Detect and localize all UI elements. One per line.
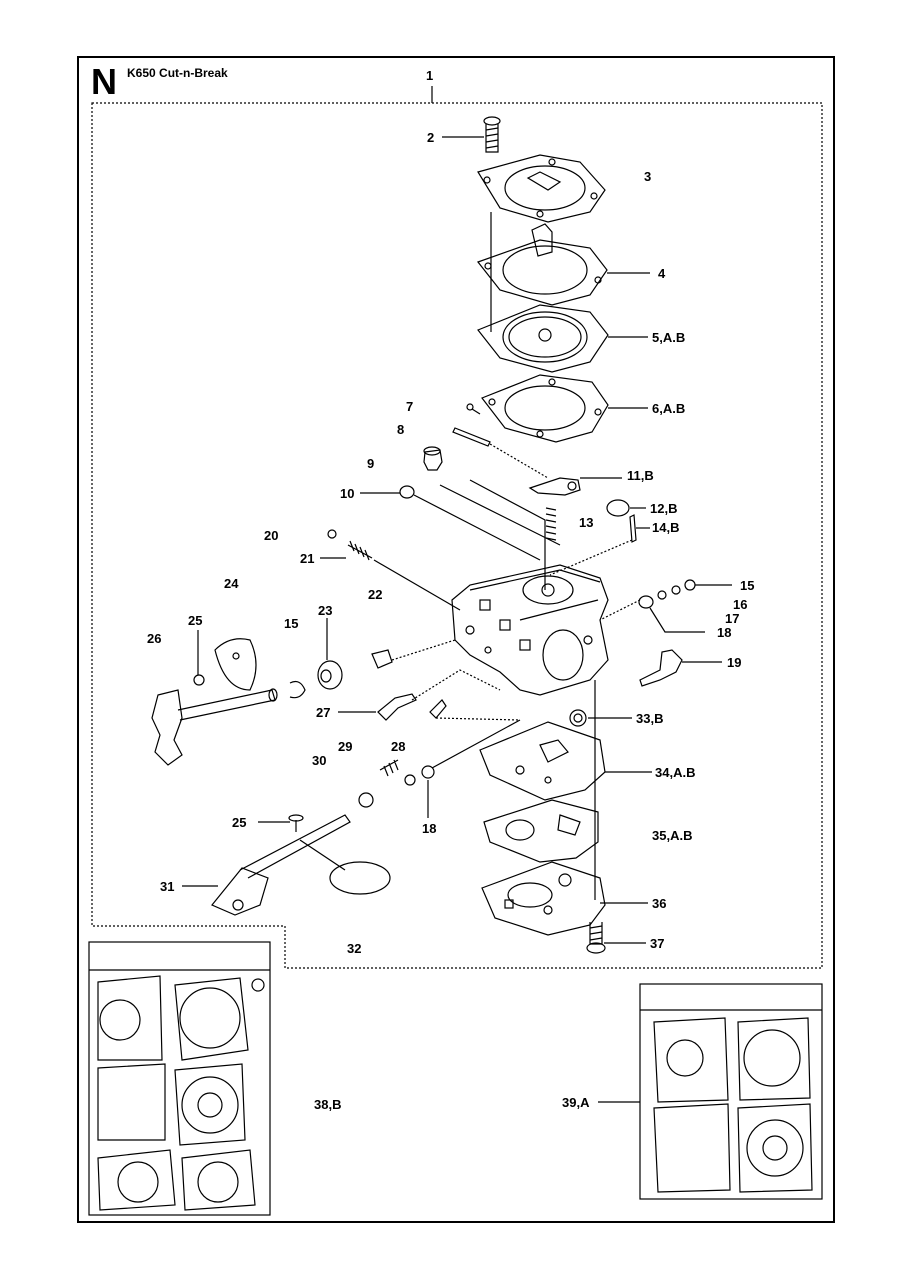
detent-part bbox=[371, 649, 393, 669]
callout-label: 36 bbox=[652, 896, 666, 911]
model-title: K650 Cut-n-Break bbox=[127, 66, 228, 80]
small-screw-part bbox=[466, 403, 481, 415]
welch-plug-part bbox=[606, 499, 630, 517]
callout-label: 39,A bbox=[562, 1095, 590, 1110]
callout-label: 21 bbox=[300, 551, 314, 566]
callout-label: 24 bbox=[224, 576, 239, 591]
callout-label: 37 bbox=[650, 936, 664, 951]
callout-label: 28 bbox=[391, 739, 405, 754]
pump-body-part bbox=[481, 861, 606, 936]
callout-label: 18 bbox=[717, 625, 731, 640]
o-ring-part bbox=[399, 485, 415, 499]
pump-gasket-part bbox=[483, 799, 599, 863]
callout-label: 1 bbox=[426, 68, 433, 83]
leader-line bbox=[649, 607, 705, 633]
lever-spring-part bbox=[545, 507, 557, 541]
choke-lever-shaft-part bbox=[151, 688, 278, 766]
callout-label: 8 bbox=[397, 422, 404, 437]
callout-label: 34,A.B bbox=[655, 765, 695, 780]
callout-label: 10 bbox=[340, 486, 354, 501]
needle-spring-part bbox=[379, 759, 416, 786]
leader-line bbox=[373, 559, 461, 611]
callout-label: 38,B bbox=[314, 1097, 341, 1112]
gasket-kit-large-part bbox=[88, 941, 271, 1216]
callout-label: 26 bbox=[147, 631, 161, 646]
page-frame bbox=[77, 56, 835, 1223]
o-ring-part bbox=[638, 595, 654, 609]
callout-label: 13 bbox=[579, 515, 593, 530]
assembly-boundary bbox=[91, 102, 823, 969]
leader-line bbox=[299, 839, 346, 871]
callout-label: 15 bbox=[284, 616, 298, 631]
callout-label: 4 bbox=[658, 266, 666, 281]
callout-label: 12,B bbox=[650, 501, 677, 516]
leader-line bbox=[431, 719, 521, 769]
callout-label: 30 bbox=[312, 753, 326, 768]
callout-label: 25 bbox=[188, 613, 202, 628]
small-screw-part bbox=[193, 674, 205, 686]
callout-label: 20 bbox=[264, 528, 278, 543]
section-letter: N bbox=[91, 61, 117, 102]
callout-label: 11,B bbox=[627, 468, 654, 483]
callout-label: 35,A.B bbox=[652, 828, 692, 843]
diaphragm-gasket-part bbox=[477, 304, 609, 373]
callout-label: 18 bbox=[422, 821, 436, 836]
callout-label: 9 bbox=[367, 456, 374, 471]
pump-cover-part bbox=[477, 223, 608, 306]
metering-gasket-part bbox=[479, 721, 606, 801]
bushing-part bbox=[317, 660, 343, 690]
callout-label: 5,A.B bbox=[652, 330, 685, 345]
screw-washer-part bbox=[657, 579, 696, 600]
callout-label: 3 bbox=[644, 169, 651, 184]
choke-plate-part bbox=[214, 638, 257, 691]
callout-label: 19 bbox=[727, 655, 741, 670]
callout-label: 17 bbox=[725, 611, 739, 626]
callout-label: 7 bbox=[406, 399, 413, 414]
small-screw-part bbox=[288, 814, 304, 832]
throttle-plate-part bbox=[329, 861, 391, 895]
leader-line bbox=[411, 669, 521, 721]
callout-label: 27 bbox=[316, 705, 330, 720]
idle-screw-part bbox=[377, 693, 417, 721]
filter-screen-part bbox=[569, 709, 587, 727]
o-ring-part bbox=[421, 765, 435, 779]
screw-part bbox=[483, 116, 501, 153]
gasket-part bbox=[481, 374, 609, 443]
callout-label: 32 bbox=[347, 941, 361, 956]
lever-pin-part bbox=[452, 427, 491, 447]
callout-label: 25 bbox=[232, 815, 246, 830]
leader-line bbox=[413, 479, 561, 590]
idle-spring-part bbox=[347, 540, 373, 561]
callout-labels: 1 2 3 4 5,A.B 6,A.B 7 8 9 10 11,B 12,B 1… bbox=[147, 68, 754, 1112]
check-pin-part bbox=[629, 514, 637, 543]
callout-label: 23 bbox=[318, 603, 332, 618]
leader-line bbox=[391, 639, 456, 661]
throttle-lever-shaft-part bbox=[211, 814, 351, 916]
adjust-needle-part bbox=[429, 699, 447, 719]
ball-part bbox=[327, 529, 337, 539]
metering-lever-part bbox=[528, 477, 581, 496]
washer-part bbox=[358, 792, 374, 808]
circlip-part bbox=[289, 680, 306, 699]
callout-label: 29 bbox=[338, 739, 352, 754]
callout-label: 33,B bbox=[636, 711, 663, 726]
callout-label: 14,B bbox=[652, 520, 679, 535]
cover-bolt-part bbox=[586, 922, 606, 954]
callout-label: 6,A.B bbox=[652, 401, 685, 416]
leader-line bbox=[549, 539, 633, 576]
callout-label: 31 bbox=[160, 879, 174, 894]
leader-line bbox=[599, 599, 641, 621]
callout-label: 22 bbox=[368, 587, 382, 602]
gasket-kit-small-part bbox=[639, 983, 823, 1200]
callout-label: 15 bbox=[740, 578, 754, 593]
callout-label: 16 bbox=[733, 597, 747, 612]
needle-valve-part bbox=[423, 446, 443, 471]
carburetor-body-part bbox=[451, 564, 609, 696]
fuel-nipple-part bbox=[639, 649, 683, 687]
callout-label: 2 bbox=[427, 130, 434, 145]
cover-plate-part bbox=[477, 154, 606, 223]
leader-line bbox=[489, 443, 549, 479]
